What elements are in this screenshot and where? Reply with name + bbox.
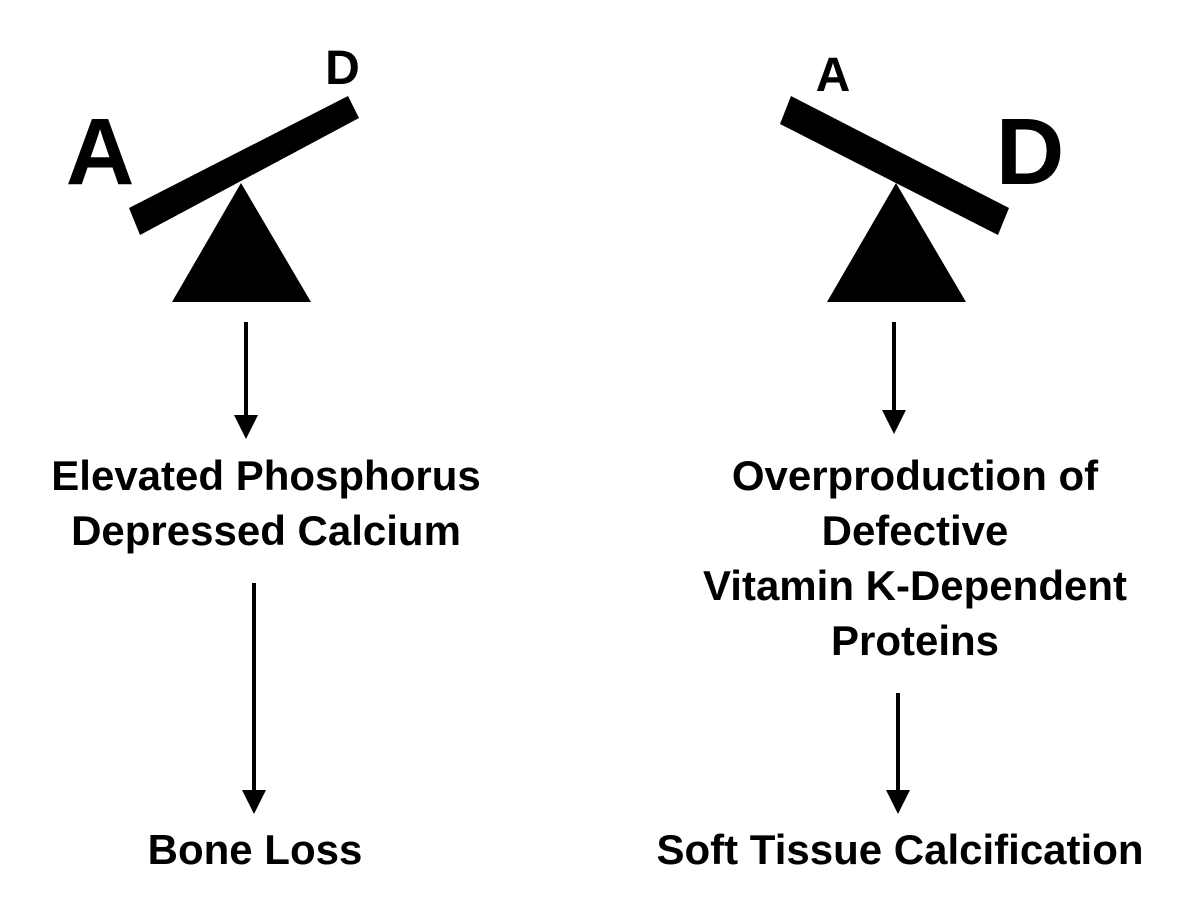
left-seesaw: [129, 96, 359, 302]
right-outcome-line: Proteins: [830, 617, 1000, 664]
left-outcome-line: Depressed Calcium: [71, 507, 461, 554]
right-outcome-line: Overproduction of: [731, 452, 1099, 499]
left-heavy-letter: A: [65, 99, 135, 205]
right-outcome-line: Vitamin K-Dependent: [703, 562, 1127, 609]
right-seesaw-plank: [780, 96, 1009, 235]
left-result-text: Bone Loss: [147, 826, 363, 873]
right-result-text: Soft Tissue Calcification: [656, 826, 1144, 873]
left-light-letter: D: [325, 42, 360, 95]
right-light-letter: A: [815, 49, 851, 102]
left-seesaw-fulcrum: [172, 183, 311, 302]
right-heavy-letter: D: [995, 99, 1065, 205]
right-seesaw: [780, 96, 1009, 302]
left-seesaw-plank: [129, 96, 359, 235]
right-outcome-text: Overproduction of Defective Vitamin K-De…: [640, 448, 1190, 668]
right-seesaw-fulcrum: [827, 183, 966, 302]
right-outcome-line: Defective: [821, 507, 1009, 554]
left-outcome-text: Elevated Phosphorus Depressed Calcium: [0, 448, 532, 558]
left-outcome-line: Elevated Phosphorus: [51, 452, 481, 499]
